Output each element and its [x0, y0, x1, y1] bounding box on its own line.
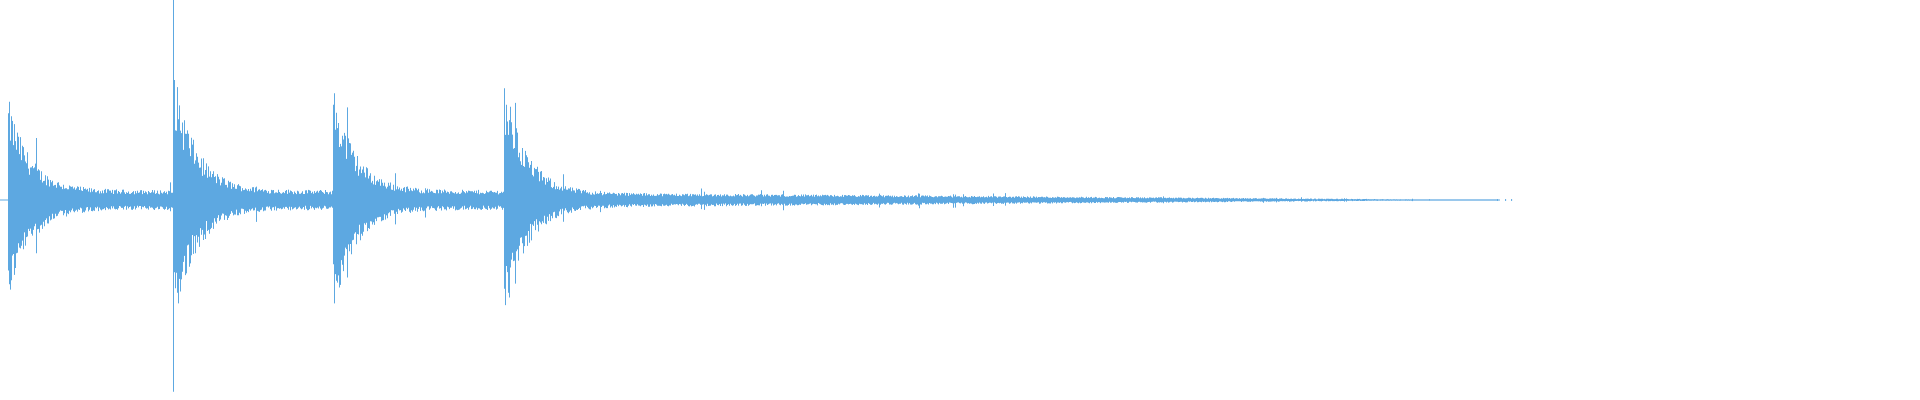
waveform-residual-tail: [1497, 199, 1513, 201]
waveform-samples: [8, 0, 1513, 392]
waveform-amplitude-trace: [8, 0, 1498, 392]
